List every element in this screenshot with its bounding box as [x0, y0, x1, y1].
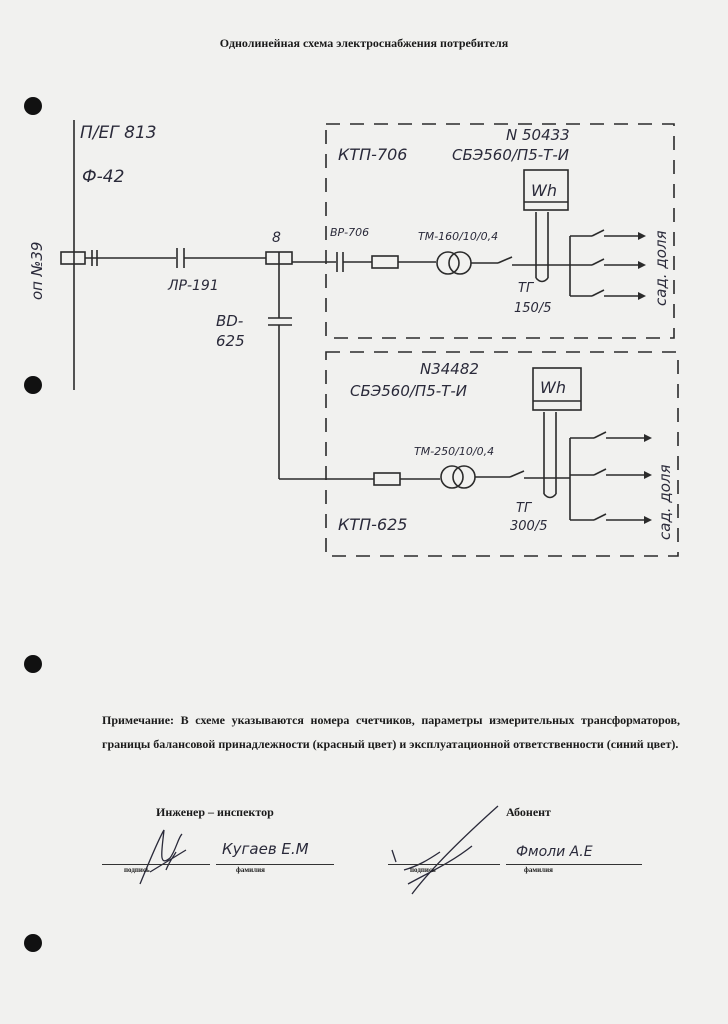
- station-2-consumer: сад. доля: [656, 464, 674, 540]
- node-label: 8: [272, 230, 281, 246]
- disconnector-label: ЛР-191: [167, 278, 219, 294]
- station-2-meter-number: N34482: [420, 360, 479, 378]
- pole-label: оп №39: [28, 242, 46, 300]
- station-1-ct-type: ТГ: [518, 281, 535, 296]
- inspector-label: Инженер – инспектор: [156, 805, 274, 819]
- line-label: П/ЕГ 813: [80, 123, 157, 143]
- subscriber-signature: [391, 805, 499, 895]
- inspector-signature-caption: подпись: [124, 866, 150, 874]
- station-1-transformer-label: ТМ-160/10/0,4: [418, 230, 498, 243]
- meter-box: [532, 367, 582, 411]
- station-1-switch-label: ВР-706: [330, 226, 369, 239]
- station-1-boundary: [325, 123, 675, 339]
- station-1-meter-label: Wh: [531, 181, 557, 200]
- station-2-meter-label: Wh: [540, 378, 566, 397]
- inspector-signature: [139, 829, 187, 885]
- disconnector-2-label-bottom: 625: [216, 332, 245, 350]
- disconnector-2-label-top: ВD-: [216, 312, 243, 330]
- subscriber-signature-line: [388, 864, 500, 865]
- subscriber-surname-caption: фамилия: [524, 866, 553, 874]
- station-1-meter-number: N 50433: [506, 126, 570, 144]
- feeder-connection-box: [60, 251, 86, 265]
- subscriber-label: Абонент: [506, 805, 551, 819]
- station-2-ct-ratio: 300/5: [510, 519, 547, 534]
- station-2-transformer-label: ТМ-250/10/0,4: [414, 445, 494, 458]
- station-2-boundary: [325, 351, 679, 557]
- subscriber-signature-caption: подпись: [410, 866, 436, 874]
- transformer-symbol: [440, 465, 464, 489]
- station-2-meter-type: СБЭ560/П5-Т-И: [350, 382, 467, 400]
- punch-hole: [24, 97, 42, 115]
- inspector-surname: Кугаев Е.М: [222, 840, 309, 858]
- inspector-surname-caption: фамилия: [236, 866, 265, 874]
- fuse-symbol: [373, 472, 401, 486]
- inspector-surname-line: [216, 864, 334, 865]
- fuse-symbol: [371, 255, 399, 269]
- subscriber-surname-line: [506, 864, 642, 865]
- station-1-meter-type: СБЭ560/П5-Т-И: [452, 146, 569, 164]
- document-title: Однолинейная схема электроснабжения потр…: [219, 36, 509, 50]
- note-text: Примечание: В схеме указываются номера с…: [102, 713, 680, 751]
- station-2-name: КТП-625: [338, 515, 407, 534]
- station-1-consumer: сад. доля: [652, 230, 670, 306]
- meter-box: [523, 169, 569, 211]
- subscriber-surname: Фмоли А.Е: [516, 844, 593, 860]
- inspector-signature-line: [102, 864, 210, 865]
- station-1-ct-ratio: 150/5: [514, 301, 551, 316]
- punch-hole: [24, 934, 42, 952]
- station-2-ct-type: ТГ: [516, 501, 533, 516]
- station-1-name: КТП-706: [338, 145, 407, 164]
- punch-hole: [24, 655, 42, 673]
- feeder-label: Ф-42: [82, 167, 124, 187]
- transformer-symbol: [436, 251, 460, 275]
- punch-hole: [24, 376, 42, 394]
